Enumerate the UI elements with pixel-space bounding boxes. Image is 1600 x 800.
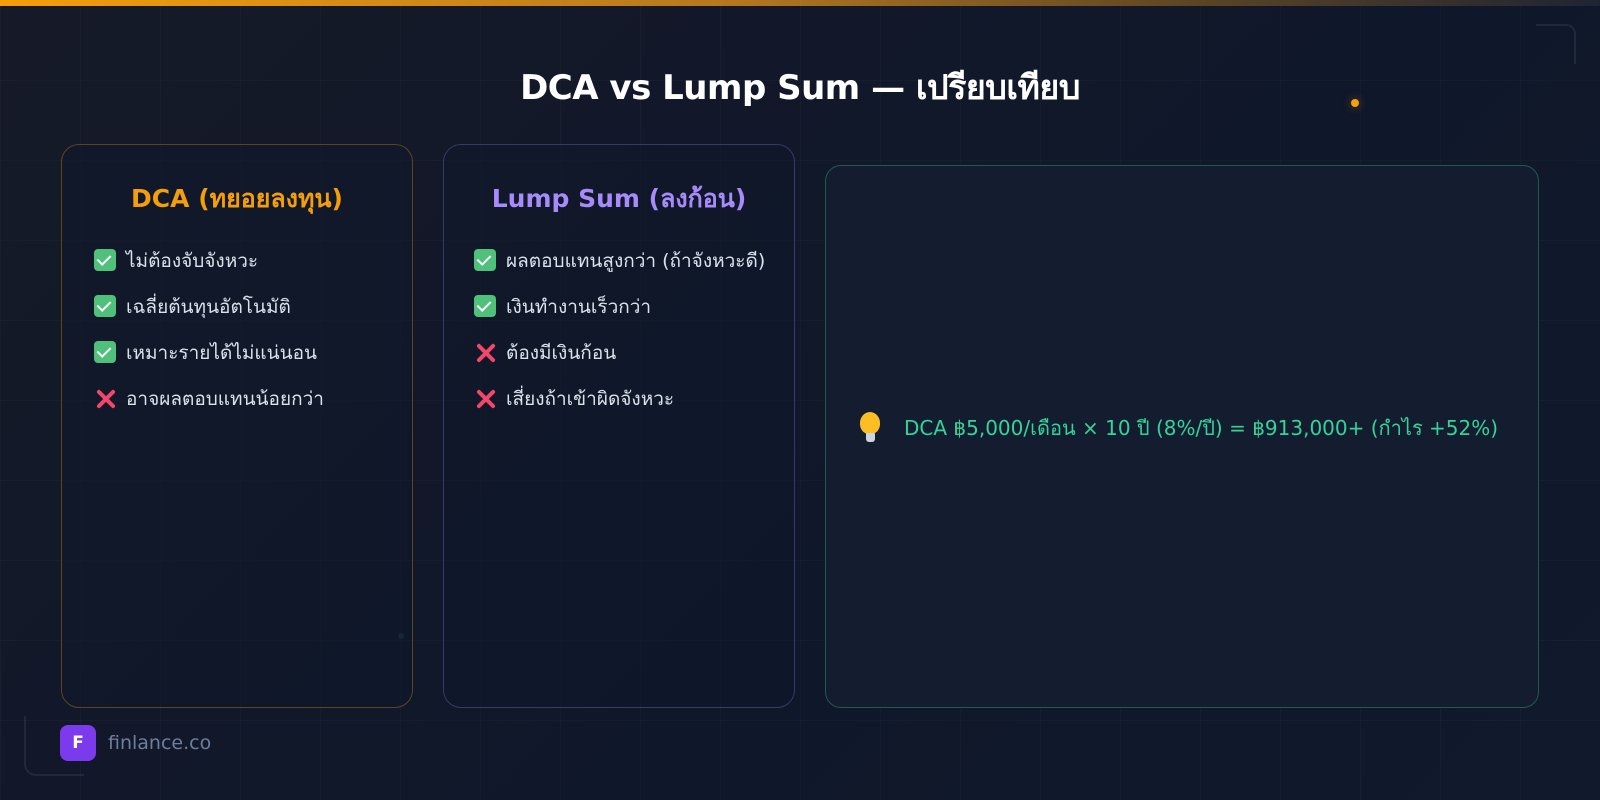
list-item-text: เหมาะรายได้ไม่แน่นอน [126, 342, 318, 364]
tip-text: DCA ฿5,000/เดือน × 10 ปี (8%/ปี) = ฿913,… [904, 416, 1499, 440]
brand-footer: F finlance.co [60, 725, 211, 761]
page-title: DCA vs Lump Sum — เปรียบเทียบ [520, 68, 1080, 108]
list-item-text: อาจผลตอบแทนน้อยกว่า [126, 388, 324, 410]
decorative-corner-bottom-left [24, 716, 84, 776]
dca-list: ไม่ต้องจับจังหวะ เฉลี่ยต้นทุนอัตโนมัติ เ… [62, 243, 412, 417]
list-item-text: ผลตอบแทนสูงกว่า (ถ้าจังหวะดี) [506, 250, 766, 272]
list-item: ผลตอบแทนสูงกว่า (ถ้าจังหวะดี) [474, 243, 770, 279]
list-item: เสี่ยงถ้าเข้าผิดจังหวะ [474, 381, 770, 417]
check-icon [94, 295, 116, 317]
brand-logo: F [60, 725, 96, 761]
lump-sum-card-title: Lump Sum (ลงก้อน) [491, 184, 747, 213]
dca-card-title: DCA (ทยอยลงทุน) [131, 184, 343, 213]
list-item-text: ไม่ต้องจับจังหวะ [126, 250, 259, 272]
decorative-corner-top-right [1536, 24, 1576, 64]
list-item: เงินทำงานเร็วกว่า [474, 289, 770, 325]
check-icon [474, 249, 496, 271]
list-item-text: ต้องมีเงินก้อน [506, 342, 617, 364]
lump-sum-list: ผลตอบแทนสูงกว่า (ถ้าจังหวะดี) เงินทำงานเ… [444, 243, 794, 417]
check-icon [94, 341, 116, 363]
decorative-dot-orange [1351, 99, 1359, 107]
list-item: เหมาะรายได้ไม่แน่นอน [94, 335, 388, 371]
lump-sum-card: Lump Sum (ลงก้อน) ผลตอบแทนสูงกว่า (ถ้าจั… [443, 144, 795, 708]
top-accent-bar [0, 0, 1600, 6]
cross-icon [474, 341, 496, 363]
list-item-text: เงินทำงานเร็วกว่า [506, 296, 652, 318]
brand-name: finlance.co [108, 732, 212, 754]
check-icon [474, 295, 496, 317]
list-item: เฉลี่ยต้นทุนอัตโนมัติ [94, 289, 388, 325]
list-item: ไม่ต้องจับจังหวะ [94, 243, 388, 279]
tip-card: DCA ฿5,000/เดือน × 10 ปี (8%/ปี) = ฿913,… [825, 165, 1539, 708]
check-icon [94, 249, 116, 271]
list-item: ต้องมีเงินก้อน [474, 335, 770, 371]
dca-card: DCA (ทยอยลงทุน) ไม่ต้องจับจังหวะ เฉลี่ยต… [61, 144, 413, 708]
tip-row: DCA ฿5,000/เดือน × 10 ปี (8%/ปี) = ฿913,… [860, 412, 1498, 444]
cross-icon [94, 387, 116, 409]
list-item-text: เฉลี่ยต้นทุนอัตโนมัติ [126, 296, 291, 318]
cross-icon [474, 387, 496, 409]
list-item-text: เสี่ยงถ้าเข้าผิดจังหวะ [506, 388, 675, 410]
lightbulb-icon [860, 412, 880, 444]
list-item: อาจผลตอบแทนน้อยกว่า [94, 381, 388, 417]
